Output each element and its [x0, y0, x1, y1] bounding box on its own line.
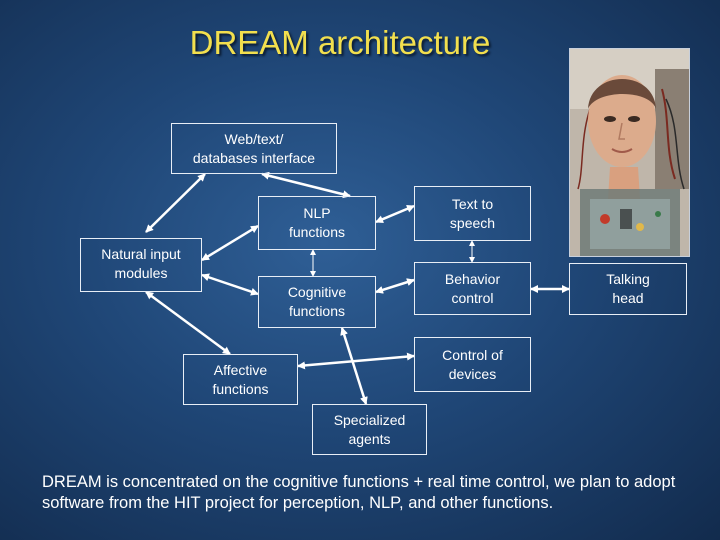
- text-to-speech-box: Text to speech: [414, 186, 531, 241]
- affective-functions-box: Affective functions: [183, 354, 298, 405]
- slide-caption: DREAM is concentrated on the cognitive f…: [42, 473, 676, 512]
- robot-head-photo: [569, 48, 690, 257]
- web-interface-box: Web/text/ databases interface: [171, 123, 337, 174]
- natural-input-box: Natural input modules: [80, 238, 202, 292]
- arrow-cognitive-specialized: [340, 327, 368, 405]
- arrow-web-natural: [145, 173, 206, 233]
- cognitive-functions-box: Cognitive functions: [258, 276, 376, 328]
- arrow-affective-devices: [297, 352, 415, 370]
- arrow-natural-affective: [145, 290, 231, 356]
- arrow-web-nlp: [261, 171, 351, 199]
- arrow-natural-cognitive: [201, 273, 259, 296]
- slide-title: DREAM architecture: [189, 24, 491, 61]
- nlp-functions-box: NLP functions: [258, 196, 376, 250]
- behavior-control-box: Behavior control: [414, 262, 531, 315]
- arrow-natural-nlp: [201, 224, 259, 262]
- robot-head-illustration: [570, 49, 689, 256]
- arrow-nlp-tts: [375, 204, 415, 224]
- talking-head-box: Talking head: [569, 263, 687, 315]
- arrow-cognitive-behavior: [375, 278, 415, 294]
- control-of-devices-box: Control of devices: [414, 337, 531, 392]
- specialized-agents-box: Specialized agents: [312, 404, 427, 455]
